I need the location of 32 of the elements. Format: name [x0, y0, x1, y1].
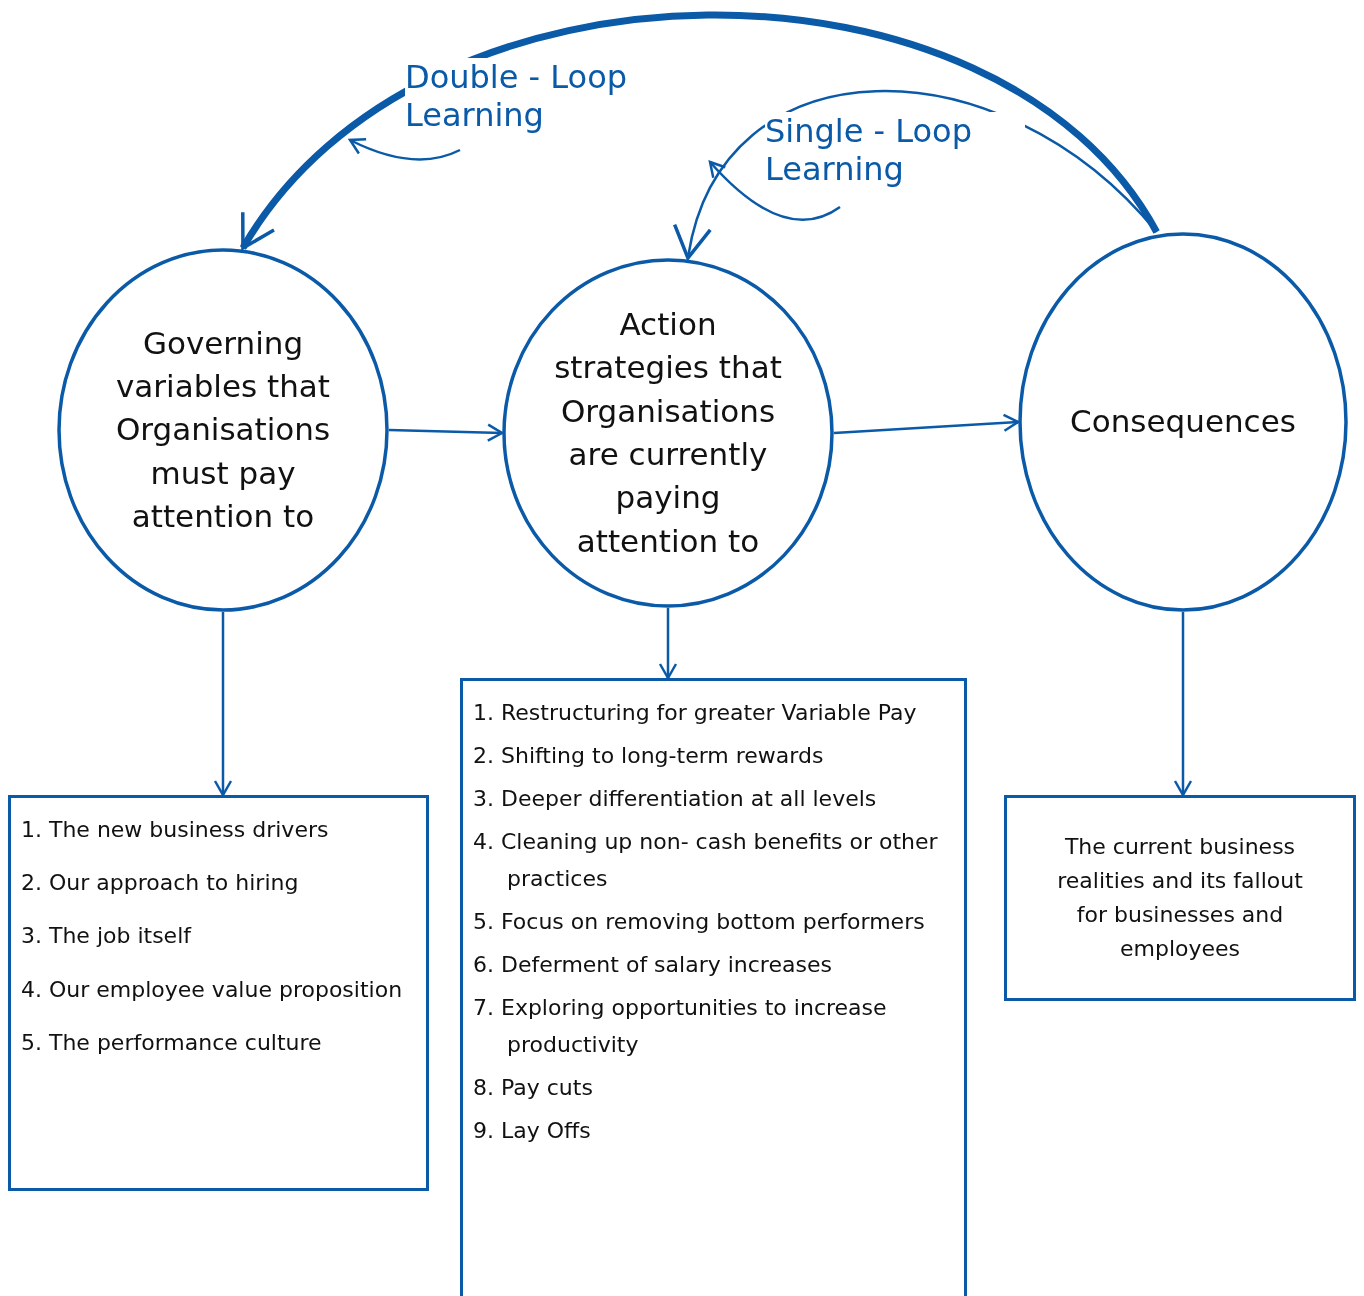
text-box: [460, 678, 967, 1296]
text-box: [8, 795, 429, 1191]
list-item: 2. Shifting to long-term rewards: [473, 741, 825, 770]
list-item: 2. Our approach to hiring: [21, 869, 300, 898]
circle-node: [1018, 232, 1348, 612]
node-text: Action strategies that Organisations are currently paying attention to: [553, 304, 783, 561]
arrow: [658, 608, 678, 680]
list-item: 6. Deferment of salary increases: [473, 950, 833, 979]
arrow: [213, 612, 233, 797]
list-item: 7. Exploring opportunities to increase productivity: [473, 993, 888, 1059]
node-text: Consequences: [1069, 402, 1297, 442]
node-text: Governing variables that Organisations must pay attention to: [114, 323, 332, 537]
list-item: 1. The new business drivers: [21, 816, 330, 844]
arrow: [388, 423, 504, 442]
arrow: [676, 90, 1158, 260]
list-item: 3. Deeper differentiation at all levels: [473, 784, 878, 813]
description-text: The current business realities and its fallout for businesses and employees: [1056, 832, 1304, 964]
circle-node: [502, 258, 834, 608]
circle-node: [57, 248, 389, 612]
text-box: [1004, 795, 1356, 1001]
list-item: 5. The performance culture: [21, 1028, 323, 1057]
arrow: [240, 11, 1160, 251]
arrow: [833, 413, 1020, 435]
edge-label: Single - Loop Learning: [765, 112, 1025, 189]
list-item: 1. Restructuring for greater Variable Pay: [473, 699, 918, 727]
list-item: 3. The job itself: [21, 922, 193, 951]
list-item: 8. Pay cuts: [473, 1073, 594, 1102]
arrow: [1173, 612, 1193, 797]
list-item: 9. Lay Offs: [473, 1116, 592, 1145]
list-item: 5. Focus on removing bottom performers: [473, 907, 926, 936]
list-item: 4. Cleaning up non- cash benefits or other practices: [473, 827, 939, 893]
list-item: 4. Our employee value proposition: [21, 975, 404, 1004]
